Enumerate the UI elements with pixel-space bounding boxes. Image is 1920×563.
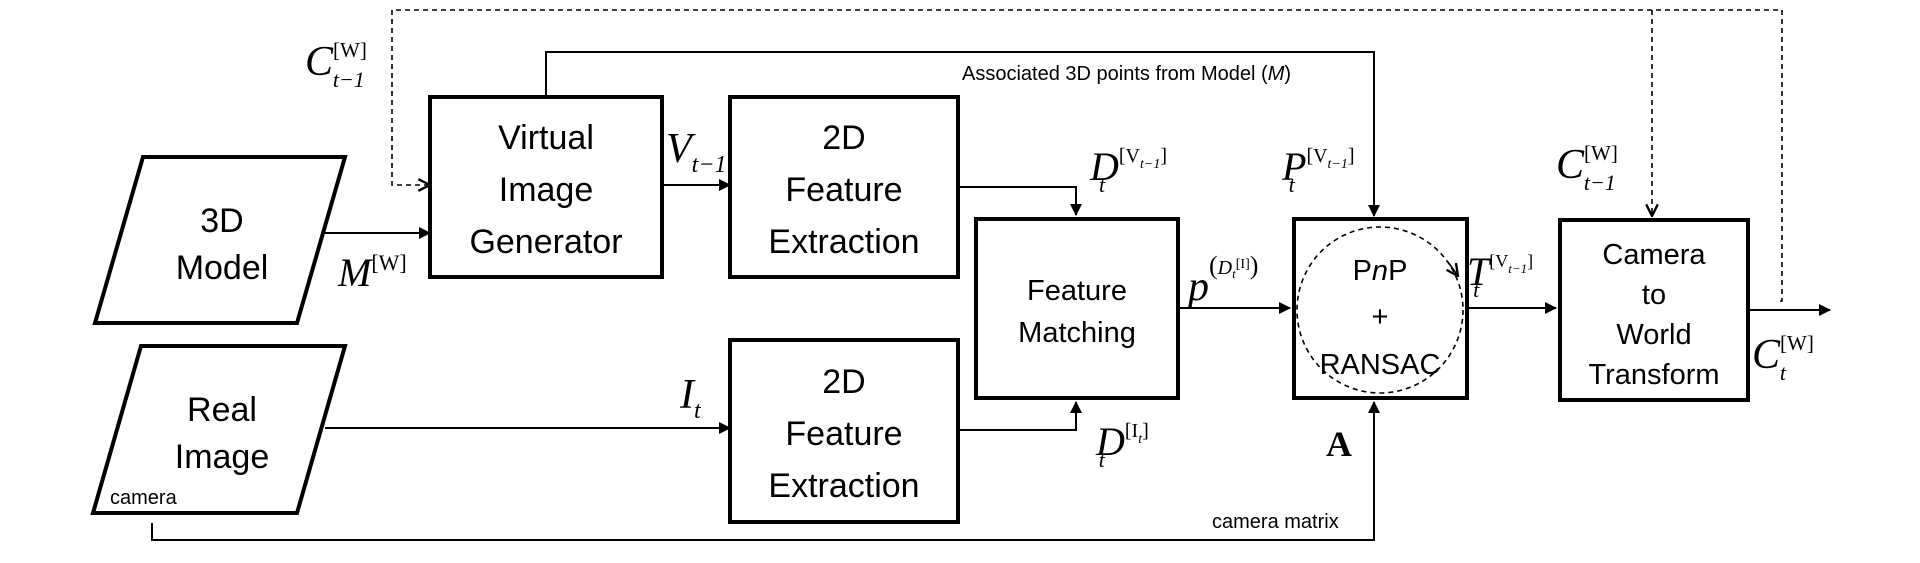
block-camera-to-world-line4: Transform [1588, 359, 1719, 391]
block-feature-matching: Feature Matching [974, 217, 1180, 400]
connectors [151, 9, 1831, 541]
block-extraction-virtual-line2: Feature [785, 171, 902, 209]
block-3d-model-line2: Model [176, 249, 269, 287]
block-camera-to-world-line2: to [1642, 279, 1666, 311]
symbol-t-transform: T[Vt−1]t [1467, 249, 1533, 302]
symbol-c-current: C[W]t [1752, 331, 1814, 385]
block-feature-extraction-virtual: 2D Feature Extraction [728, 95, 960, 279]
ransac-loop-arrow [1448, 261, 1458, 276]
symbol-c-prev-left: C[W]t−1 [305, 38, 367, 92]
block-real-image-line2: Image [175, 438, 270, 476]
block-3d-model: 3D Model [92, 155, 348, 325]
feedback-loop-top [391, 9, 1783, 302]
ransac-label: RANSAC [1320, 349, 1441, 381]
block-extraction-real-line3: Extraction [768, 467, 919, 505]
block-matching-line1: Feature [1027, 275, 1127, 307]
block-extraction-virtual-line1: 2D [822, 119, 865, 157]
block-extraction-real-line2: Feature [785, 415, 902, 453]
block-real-image: Real Image camera [90, 344, 348, 515]
block-extraction-real-line1: 2D [822, 363, 865, 401]
arrow-camera-matrix [151, 401, 1380, 541]
block-camera-to-world-line3: World [1616, 319, 1691, 351]
associated-points-label: Associated 3D points from Model (M) [962, 63, 1291, 85]
pnp-label: PnP [1353, 255, 1408, 287]
block-generator-line1: Virtual [498, 119, 594, 157]
ransac-dashed-loop [1296, 226, 1464, 394]
block-matching-line2: Matching [1018, 317, 1136, 349]
camera-matrix-label: camera matrix [1212, 511, 1339, 533]
block-3d-model-line1: 3D [200, 202, 243, 240]
pnp-plus: + [1372, 301, 1389, 333]
block-generator-line3: Generator [469, 223, 622, 261]
symbol-v-prev: Vt−1 [666, 126, 727, 178]
symbol-d-real: D[It]t [1095, 419, 1149, 472]
block-camera-to-world-line1: Camera [1602, 239, 1706, 271]
symbol-p-points: P[Vt−1]t [1281, 144, 1355, 197]
arrow-associated-points [545, 51, 1380, 217]
block-camera-to-world: Camera to World Transform [1558, 218, 1750, 402]
block-virtual-image-generator: Virtual Image Generator [428, 95, 664, 279]
symbol-d-virtual: D[Vt−1]t [1089, 144, 1167, 197]
block-extraction-virtual-line3: Extraction [768, 223, 919, 261]
symbol-i-t: It [679, 372, 702, 424]
block-generator-line2: Image [499, 171, 594, 209]
symbol-m-world: M[W] [337, 250, 407, 295]
arrow-extraction-to-matching-bottom [958, 401, 1082, 431]
symbol-c-prev-right: C[W]t−1 [1556, 141, 1618, 195]
block-real-image-line1: Real [187, 391, 257, 429]
block-pnp-ransac: PnP + RANSAC [1292, 217, 1469, 400]
block-feature-extraction-real: 2D Feature Extraction [728, 338, 960, 524]
symbol-p-matches: p(Dt[I]) [1185, 251, 1258, 310]
symbol-a-matrix: A [1326, 424, 1352, 464]
real-image-camera-tag: camera [110, 487, 178, 509]
arrow-extraction-to-matching-top [958, 186, 1082, 216]
